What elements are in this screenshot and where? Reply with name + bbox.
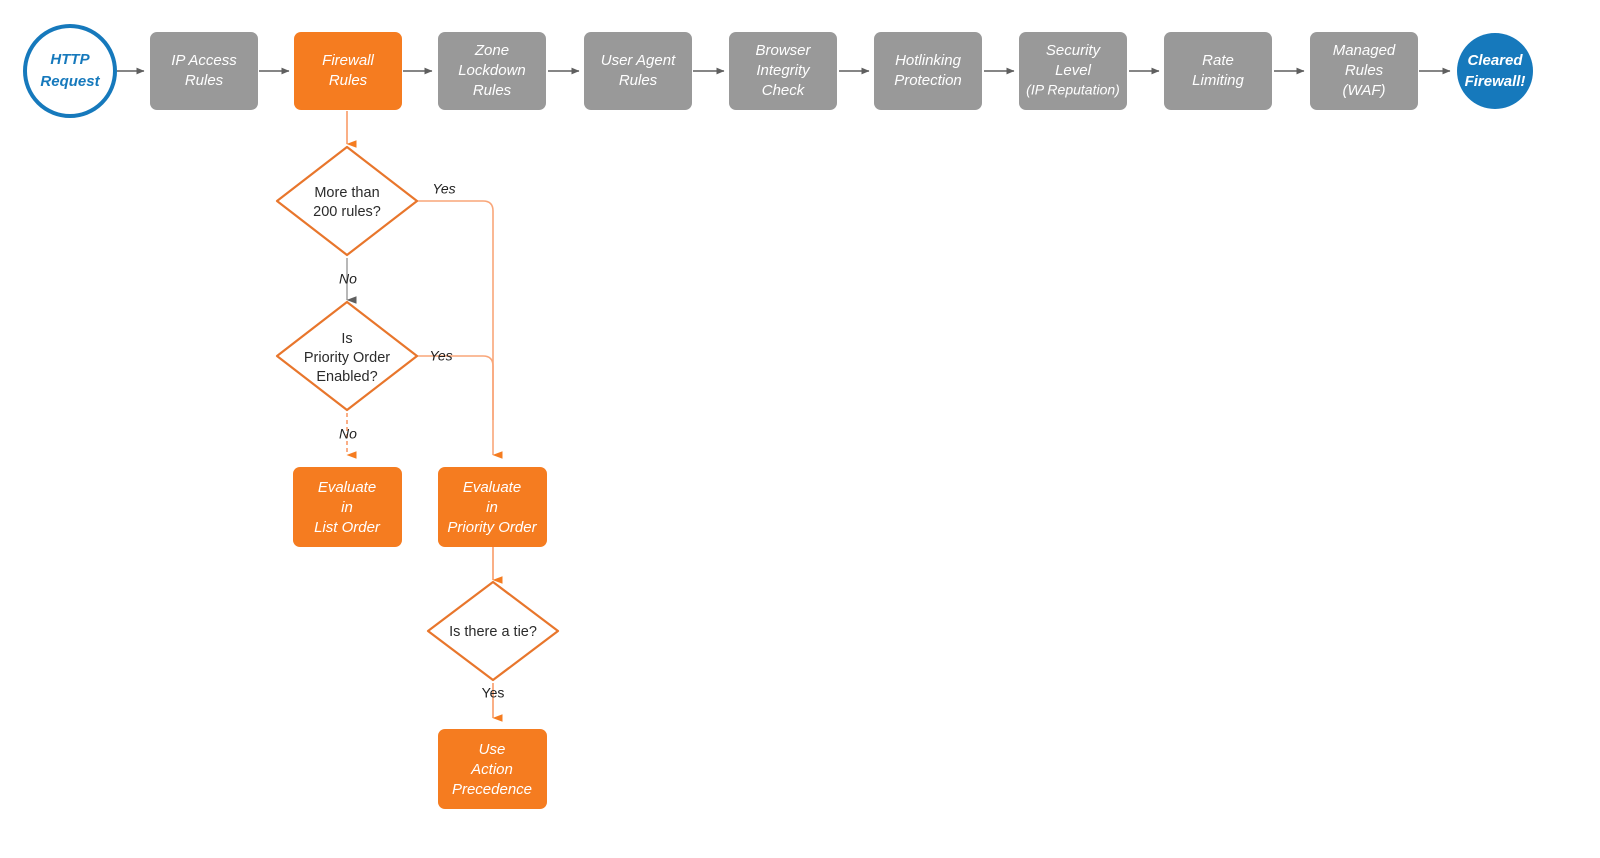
node-decision-is-priority-order-enabled[interactable]: Is Priority Order Enabled? (275, 300, 419, 412)
node-user-agent-rules-line-1: User Agent (601, 52, 676, 69)
edge-labels: Yes No Yes No Yes (339, 181, 504, 701)
node-zone-lockdown-rules-line-3: Rules (473, 82, 512, 99)
node-ip-access-rules-line-1: IP Access (171, 52, 237, 69)
node-http-request-line-2: Request (40, 73, 100, 90)
node-user-agent-rules-line-2: Rules (619, 72, 658, 89)
node-hotlinking-protection[interactable]: Hotlinking Protection (874, 32, 982, 110)
node-browser-integrity-check-line-2: Integrity (756, 62, 811, 79)
node-evaluate-in-priority-order[interactable]: Evaluate in Priority Order (438, 467, 547, 547)
node-ip-access-rules-line-2: Rules (185, 72, 224, 89)
node-rate-limiting-line-1: Rate (1202, 52, 1234, 69)
node-http-request-line-1: HTTP (50, 51, 90, 68)
node-evaluate-in-list-order-line-1: Evaluate (318, 479, 376, 496)
node-evaluate-in-list-order-line-3: List Order (314, 519, 381, 536)
node-use-action-precedence[interactable]: Use Action Precedence (438, 729, 547, 809)
node-browser-integrity-check-line-1: Browser (755, 42, 811, 59)
decision-is-priority-order-enabled-line-2: Priority Order (304, 350, 390, 366)
node-security-level-line-2: Level (1055, 62, 1092, 79)
node-firewall-rules-line-1: Firewall (322, 52, 374, 69)
node-use-action-precedence-line-2: Action (470, 761, 513, 778)
edge-label-no-200rules: No (339, 271, 357, 287)
node-http-request[interactable]: HTTP Request (23, 24, 117, 118)
node-rate-limiting[interactable]: Rate Limiting (1164, 32, 1272, 110)
node-browser-integrity-check[interactable]: Browser Integrity Check (729, 32, 837, 110)
node-managed-rules-waf[interactable]: Managed Rules (WAF) (1310, 32, 1418, 110)
node-zone-lockdown-rules-line-1: Zone (474, 42, 509, 59)
node-cleared-firewall-line-2: Firewall! (1465, 73, 1526, 90)
node-browser-integrity-check-line-3: Check (762, 82, 806, 99)
node-evaluate-in-priority-order-line-2: in (486, 499, 498, 516)
edge-label-no-priority-order: No (339, 426, 357, 442)
decision-is-there-a-tie-line-1: Is there a tie? (449, 624, 537, 640)
edge-label-yes-200rules: Yes (432, 181, 455, 197)
branch-connectors (346, 111, 503, 722)
node-firewall-rules[interactable]: Firewall Rules (294, 32, 402, 110)
node-user-agent-rules[interactable]: User Agent Rules (584, 32, 692, 110)
edge-label-yes-priority-order: Yes (429, 348, 452, 364)
node-zone-lockdown-rules-line-2: Lockdown (458, 62, 526, 79)
node-zone-lockdown-rules[interactable]: Zone Lockdown Rules (438, 32, 546, 110)
node-rate-limiting-line-2: Limiting (1192, 72, 1244, 89)
decision-more-than-200-rules-line-2: 200 rules? (313, 204, 381, 220)
edge-label-yes-tie: Yes (482, 685, 505, 701)
decision-is-priority-order-enabled-line-3: Enabled? (316, 369, 377, 385)
connector-yes-priority-order (417, 355, 494, 420)
node-firewall-rules-line-2: Rules (329, 72, 368, 89)
node-hotlinking-protection-line-2: Protection (894, 72, 962, 89)
node-evaluate-in-priority-order-line-3: Priority Order (447, 519, 537, 536)
node-security-level-line-3: (IP Reputation) (1026, 82, 1120, 98)
node-evaluate-in-list-order[interactable]: Evaluate in List Order (293, 467, 402, 547)
node-use-action-precedence-line-1: Use (479, 741, 506, 758)
node-use-action-precedence-line-3: Precedence (452, 781, 532, 798)
node-cleared-firewall[interactable]: Cleared Firewall! (1457, 33, 1533, 109)
node-hotlinking-protection-line-1: Hotlinking (895, 52, 962, 69)
decision-more-than-200-rules-line-1: More than (314, 185, 379, 201)
node-decision-more-than-200-rules[interactable]: More than 200 rules? (275, 145, 419, 257)
node-decision-is-there-a-tie[interactable]: Is there a tie? (426, 580, 560, 682)
node-cleared-firewall-line-1: Cleared (1467, 52, 1523, 69)
node-managed-rules-waf-line-2: Rules (1345, 62, 1384, 79)
node-evaluate-in-list-order-line-2: in (341, 499, 353, 516)
decision-is-priority-order-enabled-line-1: Is (341, 331, 352, 347)
connector-yes-200rules (417, 200, 503, 459)
node-managed-rules-waf-line-3: (WAF) (1342, 82, 1385, 99)
node-security-level-line-1: Security (1046, 42, 1102, 59)
node-ip-access-rules[interactable]: IP Access Rules (150, 32, 258, 110)
node-managed-rules-waf-line-1: Managed (1333, 42, 1396, 59)
node-security-level[interactable]: Security Level (IP Reputation) (1019, 32, 1127, 110)
node-evaluate-in-priority-order-line-1: Evaluate (463, 479, 521, 496)
